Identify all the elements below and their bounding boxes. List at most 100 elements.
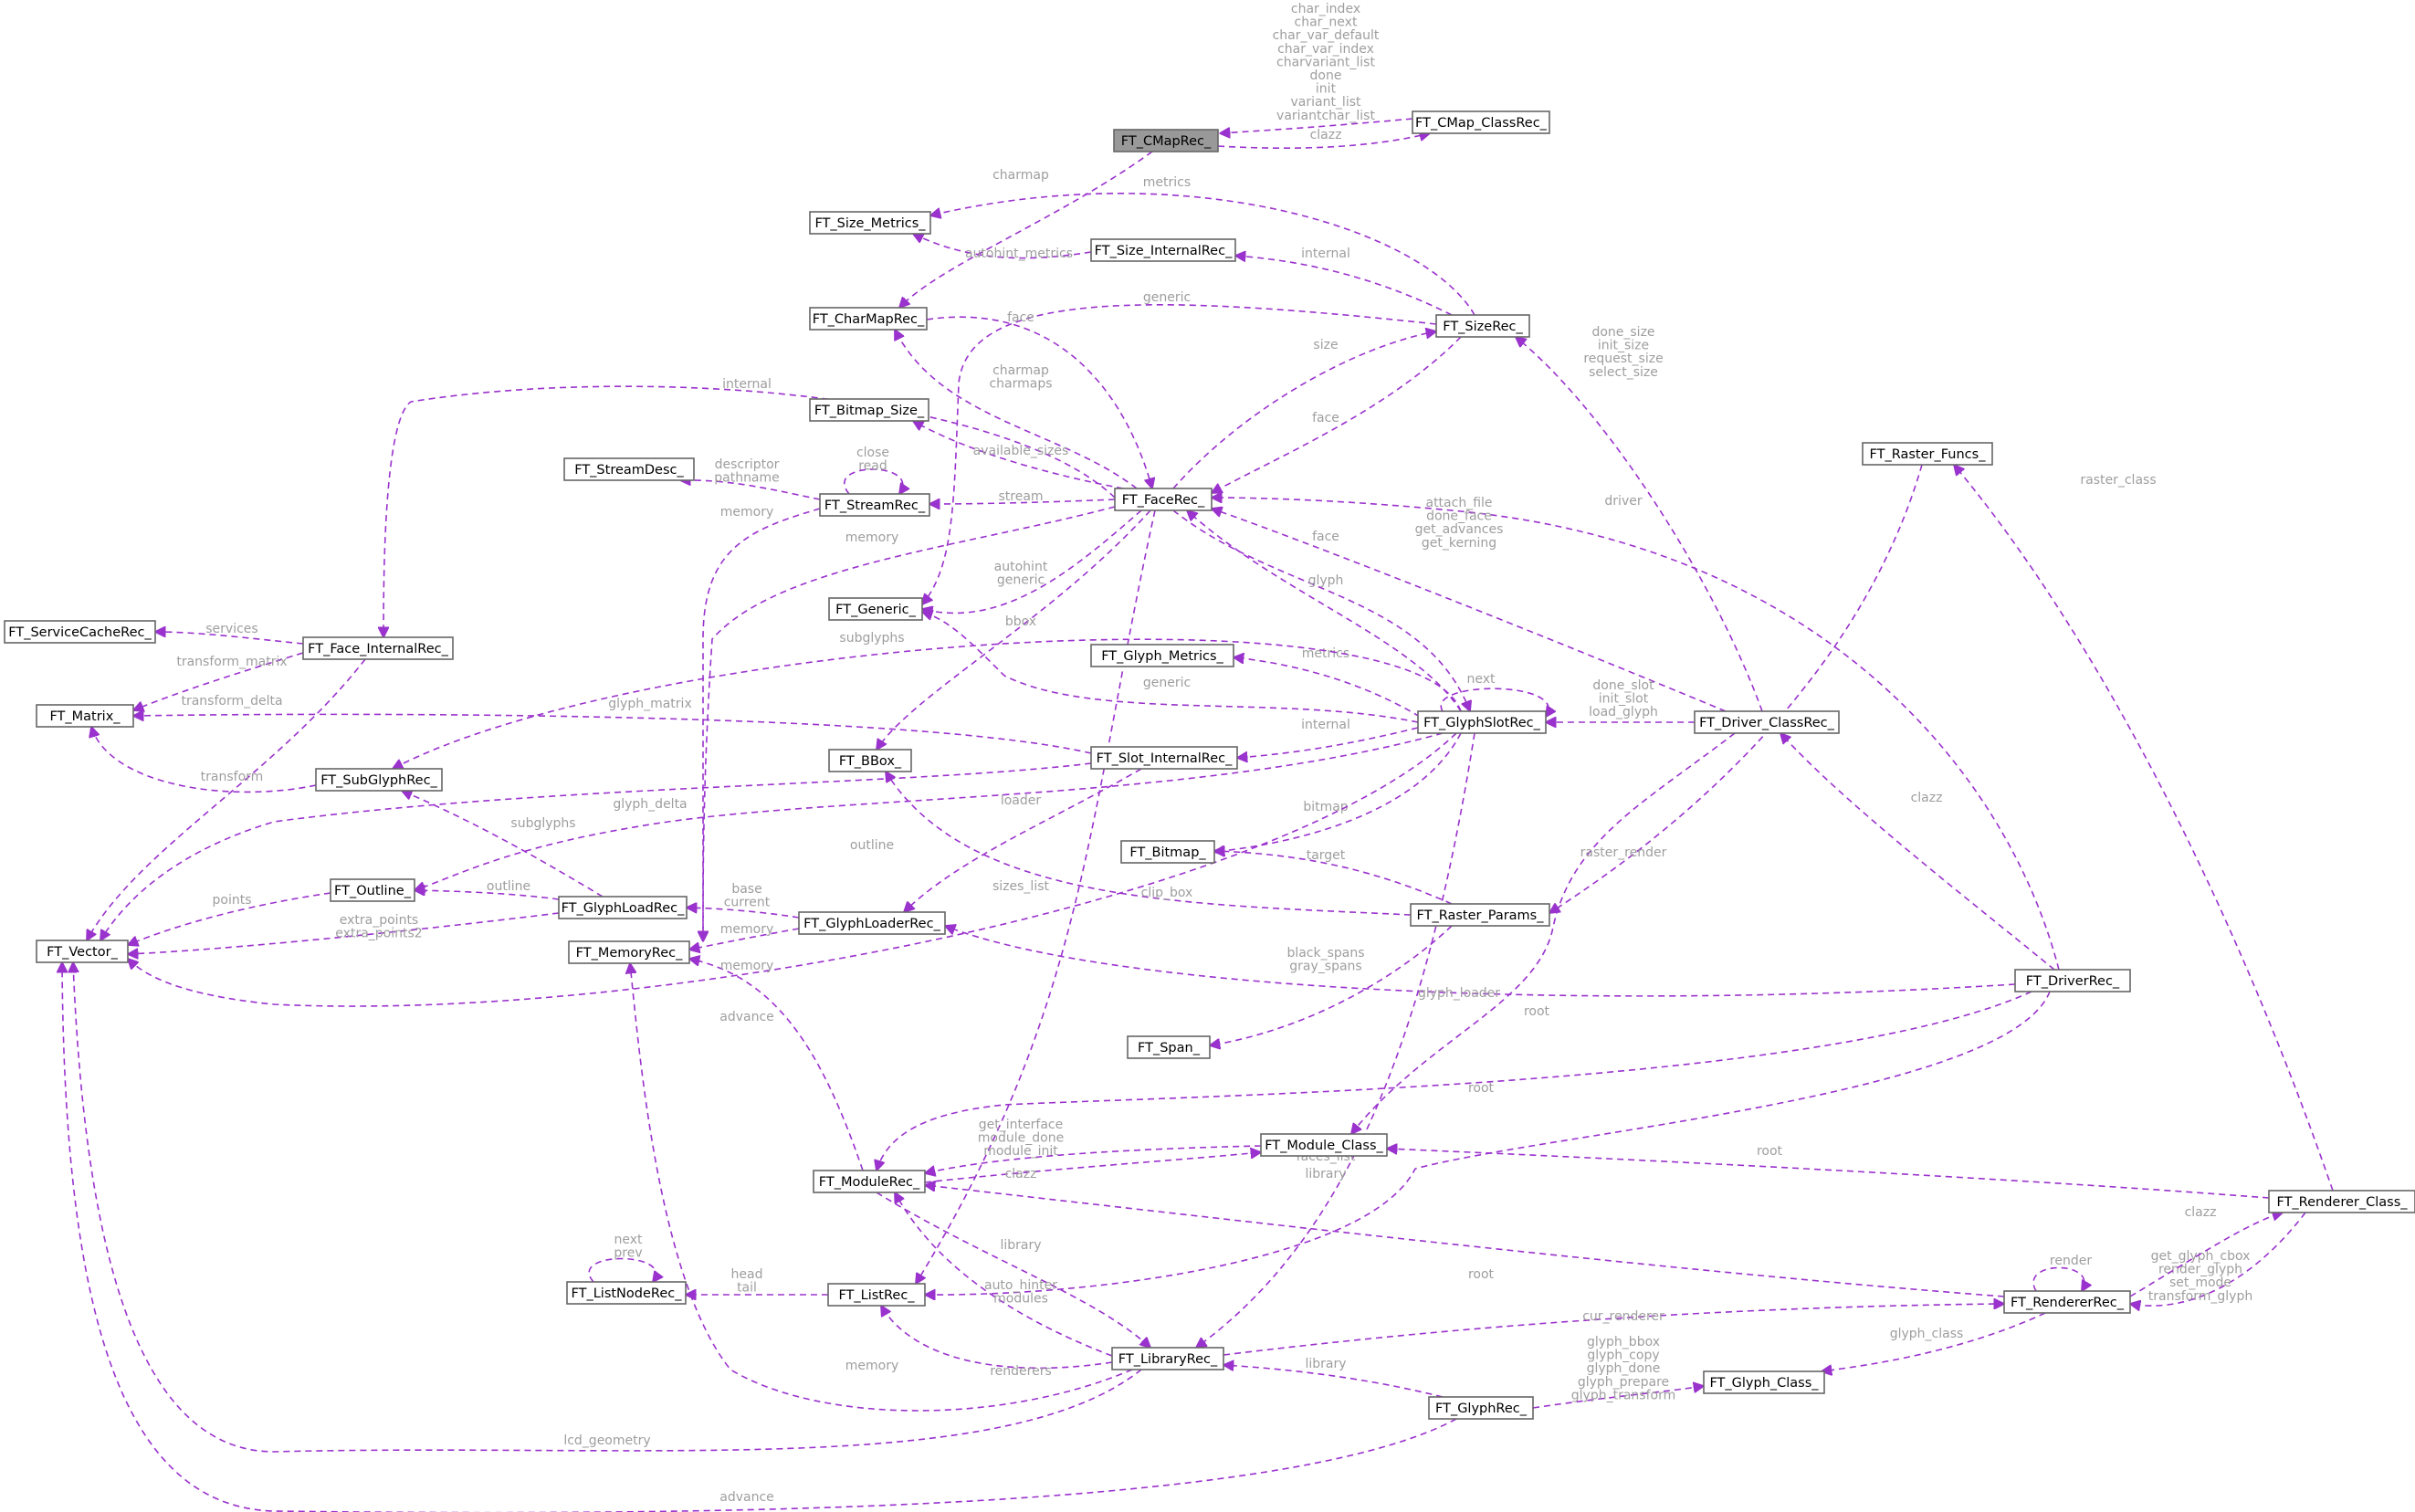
edge-label-line: subglyphs bbox=[510, 816, 575, 831]
node-charmaprec[interactable]: FT_CharMapRec_ bbox=[809, 307, 928, 331]
node-box[interactable] bbox=[563, 457, 695, 481]
node-memory[interactable]: FT_MemoryRec_ bbox=[568, 940, 690, 964]
node-box[interactable] bbox=[819, 493, 930, 517]
node-box[interactable] bbox=[558, 896, 688, 919]
node-box[interactable] bbox=[827, 1283, 926, 1307]
node-box[interactable] bbox=[1703, 1370, 1825, 1394]
node-glyphclass[interactable]: FT_Glyph_Class_ bbox=[1703, 1370, 1825, 1394]
node-box[interactable] bbox=[1435, 314, 1530, 338]
node-facerec[interactable]: FT_FaceRec_ bbox=[1114, 488, 1213, 511]
edge-label-line: advance bbox=[719, 1490, 774, 1505]
node-outline[interactable]: FT_Outline_ bbox=[330, 878, 415, 902]
node-sizemetrics[interactable]: FT_Size_Metrics_ bbox=[809, 211, 931, 235]
node-box[interactable] bbox=[2014, 969, 2131, 992]
node-box[interactable] bbox=[2003, 1290, 2131, 1314]
edge-label-line: driver bbox=[1604, 494, 1642, 509]
node-box[interactable] bbox=[1090, 746, 1238, 770]
node-box[interactable] bbox=[2268, 1190, 2415, 1213]
node-box[interactable] bbox=[1111, 1347, 1224, 1370]
node-rendererrec[interactable]: FT_RendererRec_ bbox=[2003, 1290, 2131, 1314]
node-listnode[interactable]: FT_ListNodeRec_ bbox=[566, 1281, 687, 1305]
node-matrix[interactable]: FT_Matrix_ bbox=[36, 704, 134, 728]
node-box[interactable] bbox=[809, 307, 928, 331]
node-label: FT_GlyphRec_ bbox=[1435, 1402, 1528, 1416]
node-box[interactable] bbox=[315, 768, 443, 792]
edge-label-line: glyph bbox=[1308, 573, 1344, 588]
node-subglyph[interactable]: FT_SubGlyphRec_ bbox=[315, 768, 443, 792]
node-glyphslot[interactable]: FT_GlyphSlotRec_ bbox=[1417, 710, 1547, 734]
node-generic[interactable]: FT_Generic_ bbox=[828, 597, 923, 621]
node-box[interactable] bbox=[798, 911, 946, 935]
node-rasterparams[interactable]: FT_Raster_Params_ bbox=[1410, 903, 1550, 927]
node-sizeinternal[interactable]: FT_Size_InternalRec_ bbox=[1090, 238, 1236, 262]
node-box[interactable] bbox=[828, 749, 912, 772]
edge-label-line: points bbox=[213, 893, 252, 908]
node-rasterfuncs[interactable]: FT_Raster_Funcs_ bbox=[1862, 442, 1993, 466]
node-glyphloader[interactable]: FT_GlyphLoaderRec_ bbox=[798, 911, 946, 935]
node-sizerec[interactable]: FT_SizeRec_ bbox=[1435, 314, 1530, 338]
node-modulerec[interactable]: FT_ModuleRec_ bbox=[813, 1170, 926, 1193]
edge-facerec-to-streamrec: stream bbox=[929, 489, 1116, 504]
edge-label-line: autohint bbox=[994, 560, 1048, 574]
node-slotinternal[interactable]: FT_Slot_InternalRec_ bbox=[1090, 746, 1238, 770]
node-cmapclass[interactable]: FT_CMap_ClassRec_ bbox=[1412, 110, 1550, 134]
node-box[interactable] bbox=[1428, 1396, 1534, 1420]
node-box[interactable] bbox=[828, 597, 923, 621]
node-glyphload[interactable]: FT_GlyphLoadRec_ bbox=[558, 896, 688, 919]
node-box[interactable] bbox=[813, 1170, 926, 1193]
edge-rendererrec-to-glyphclass: glyph_class bbox=[1822, 1312, 2046, 1371]
node-box[interactable] bbox=[809, 398, 929, 422]
node-faceinternal[interactable]: FT_Face_InternalRec_ bbox=[302, 636, 454, 660]
node-box[interactable] bbox=[1694, 710, 1840, 734]
node-glyphrec[interactable]: FT_GlyphRec_ bbox=[1428, 1396, 1534, 1420]
node-box[interactable] bbox=[1862, 442, 1993, 466]
edge-line bbox=[876, 1192, 1150, 1348]
edge-label-line: set_mode bbox=[2169, 1276, 2231, 1290]
node-driverclass[interactable]: FT_Driver_ClassRec_ bbox=[1694, 710, 1840, 734]
node-vector[interactable]: FT_Vector_ bbox=[36, 940, 129, 963]
node-box[interactable] bbox=[36, 704, 134, 728]
edge-label: outline bbox=[487, 879, 530, 894]
node-glyphmetrics[interactable]: FT_Glyph_Metrics_ bbox=[1090, 644, 1234, 667]
node-servicecache[interactable]: FT_ServiceCacheRec_ bbox=[4, 620, 156, 644]
node-box[interactable] bbox=[1410, 903, 1550, 927]
edge-sizeinternal-to-sizemetrics: autohint_metrics bbox=[913, 234, 1092, 261]
node-streamdesc[interactable]: FT_StreamDesc_ bbox=[563, 457, 695, 481]
node-box[interactable] bbox=[36, 940, 129, 963]
node-box[interactable] bbox=[1260, 1133, 1388, 1157]
node-box[interactable] bbox=[566, 1281, 687, 1305]
node-box[interactable] bbox=[1113, 129, 1219, 152]
edge-line bbox=[1172, 509, 1470, 711]
node-box[interactable] bbox=[809, 211, 931, 235]
node-box[interactable] bbox=[568, 940, 690, 964]
node-label: FT_Glyph_Class_ bbox=[1709, 1376, 1819, 1391]
node-bitmapsize[interactable]: FT_Bitmap_Size_ bbox=[809, 398, 929, 422]
edge-libraryrec-to-vector: lcd_geometry bbox=[73, 962, 1142, 1453]
node-streamrec[interactable]: FT_StreamRec_ bbox=[819, 493, 930, 517]
node-rendererclass[interactable]: FT_Renderer_Class_ bbox=[2268, 1190, 2415, 1213]
node-box[interactable] bbox=[1412, 110, 1550, 134]
node-bbox[interactable]: FT_BBox_ bbox=[828, 749, 912, 772]
edge-rasterfuncs-to-rasterparams: raster_render bbox=[1549, 464, 1923, 913]
edge-line bbox=[1237, 727, 1419, 758]
node-box[interactable] bbox=[302, 636, 454, 660]
node-box[interactable] bbox=[1417, 710, 1547, 734]
node-driverrec[interactable]: FT_DriverRec_ bbox=[2014, 969, 2131, 992]
node-box[interactable] bbox=[1090, 644, 1234, 667]
node-listrec[interactable]: FT_ListRec_ bbox=[827, 1283, 926, 1307]
edge-label-line: get_glyph_cbox bbox=[2151, 1249, 2251, 1264]
node-box[interactable] bbox=[330, 878, 415, 902]
node-span[interactable]: FT_Span_ bbox=[1127, 1035, 1211, 1059]
node-box[interactable] bbox=[1127, 1035, 1211, 1059]
node-box[interactable] bbox=[4, 620, 156, 644]
edge-slotinternal-to-matrix: glyph_matrix bbox=[133, 697, 1092, 754]
edge-label: root bbox=[1468, 1081, 1495, 1096]
edge-label-line: clip_box bbox=[1141, 886, 1193, 900]
node-libraryrec[interactable]: FT_LibraryRec_ bbox=[1111, 1347, 1224, 1370]
node-bitmap[interactable]: FT_Bitmap_ bbox=[1120, 840, 1215, 864]
node-box[interactable] bbox=[1120, 840, 1215, 864]
node-moduleclass[interactable]: FT_Module_Class_ bbox=[1260, 1133, 1388, 1157]
node-box[interactable] bbox=[1114, 488, 1213, 511]
node-cmaprec[interactable]: FT_CMapRec_ bbox=[1113, 129, 1219, 152]
node-box[interactable] bbox=[1090, 238, 1236, 262]
